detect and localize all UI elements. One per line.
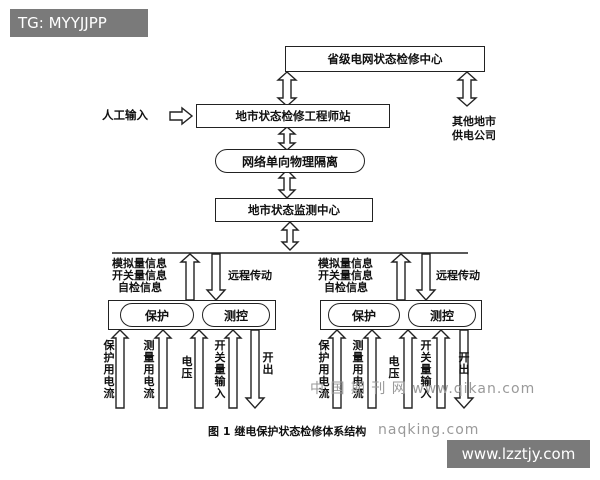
right-out-1-label: 开出 — [458, 351, 470, 376]
right-input-arrows — [327, 329, 475, 410]
watermark-bottom: www.lzztjy.com — [447, 440, 590, 468]
left-info-3: 自检信息 — [118, 281, 162, 294]
right-info-2: 开关量信息 — [318, 269, 373, 282]
right-measure-pill: 测控 — [408, 303, 476, 327]
left-in-3-label: 电压 — [181, 355, 193, 380]
right-info-3: 自检信息 — [324, 281, 368, 294]
provincial-center-box: 省级电网状态检修中心 — [285, 46, 485, 72]
right-in-2-label: 测量用电流 — [352, 339, 364, 400]
monitor-center-box: 地市状态监测中心 — [215, 198, 373, 222]
other-city-label-2: 供电公司 — [452, 129, 496, 142]
watermark-top: TG: MYYJJPP — [10, 9, 148, 37]
left-input-arrows — [110, 329, 266, 410]
right-info-1: 模拟量信息 — [318, 257, 373, 270]
left-info-1: 模拟量信息 — [112, 257, 167, 270]
engineer-station-box: 地市状态检修工程师站 — [196, 104, 390, 128]
right-in-3-label: 电压 — [388, 355, 400, 380]
left-in-1-label: 保护用电流 — [103, 339, 115, 400]
left-in-2-label: 测量用电流 — [143, 339, 155, 400]
left-arrow-info-up — [179, 253, 201, 301]
right-in-1-label: 保护用电流 — [318, 339, 330, 400]
arrow-manual-input — [169, 106, 194, 126]
arrow-monitor-bus — [280, 221, 300, 251]
right-in-4-label: 开关量输入 — [420, 339, 432, 400]
arrow-provincial-othercity — [456, 71, 478, 107]
other-city-label-1: 其他地市 — [452, 115, 496, 128]
left-arrow-remote-down — [205, 253, 227, 302]
manual-input-label: 人工输入 — [102, 108, 148, 122]
arrow-engineer-isolation — [277, 126, 297, 151]
left-protect-pill: 保护 — [120, 303, 194, 327]
left-info-2: 开关量信息 — [112, 269, 167, 282]
right-protect-pill: 保护 — [328, 303, 400, 327]
right-remote: 远程传动 — [436, 269, 480, 282]
figure-caption: 图 1 继电保护状态检修体系结构 — [208, 425, 367, 438]
arrow-isolation-monitor — [277, 169, 297, 199]
left-in-4-label: 开关量输入 — [214, 339, 226, 400]
left-measure-pill: 测控 — [202, 303, 270, 327]
arrow-provincial-engineer — [276, 71, 298, 107]
left-remote: 远程传动 — [228, 269, 272, 282]
left-out-1-label: 开出 — [262, 351, 274, 376]
faint-watermark-text: 中 国 期 刊 网 www.qikan.com — [310, 381, 536, 397]
isolation-pill: 网络单向物理隔离 — [215, 149, 365, 173]
right-arrow-info-up — [390, 253, 412, 301]
right-arrow-remote-down — [415, 253, 437, 302]
faint-watermark-text-right: naqking.com — [378, 422, 480, 438]
